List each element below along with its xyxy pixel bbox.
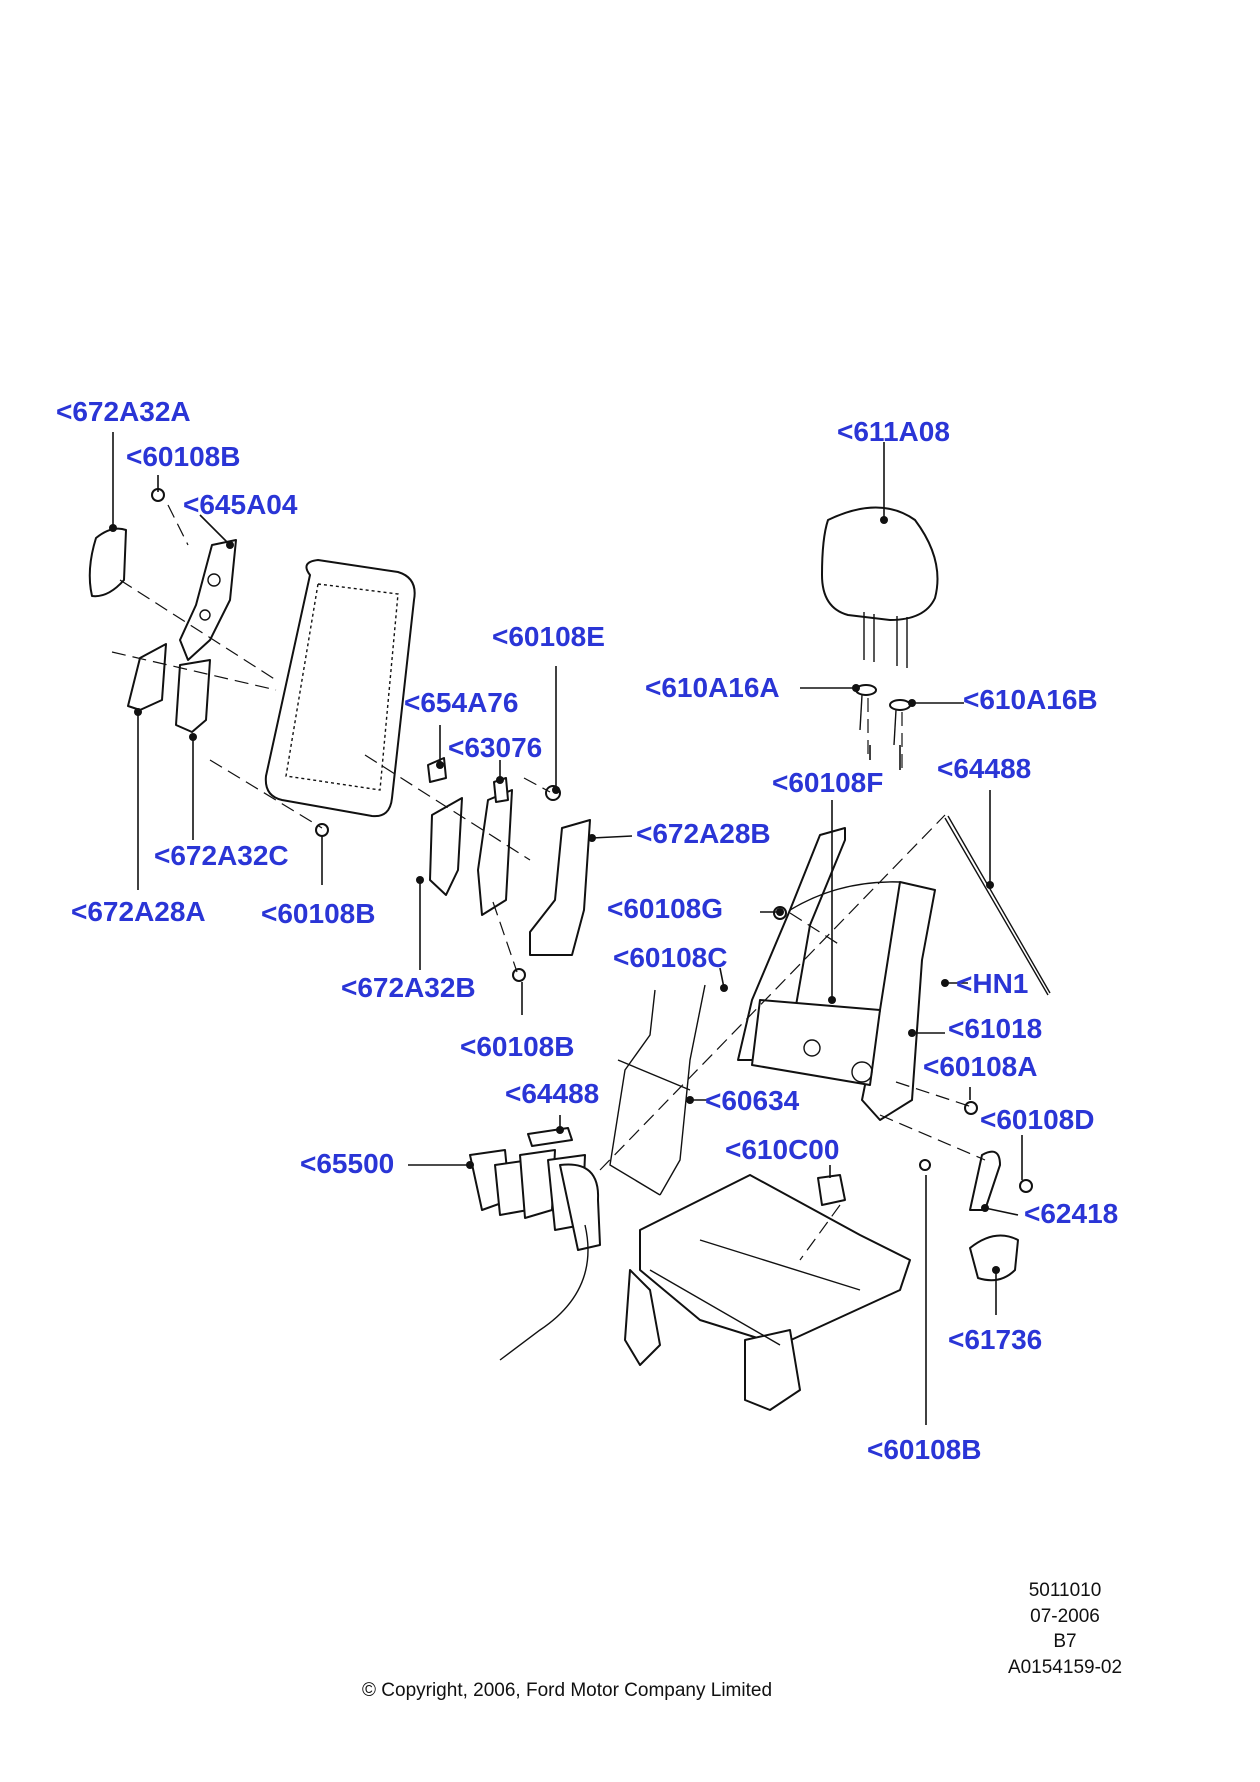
callout-610C00: <610C00 bbox=[725, 1134, 840, 1165]
copyright-notice: © Copyright, 2006, Ford Motor Company Li… bbox=[362, 1680, 773, 1701]
wire-frame-60634 bbox=[609, 984, 706, 1196]
callout-60108B-left: <60108B bbox=[261, 898, 376, 929]
strut-64488-right bbox=[944, 815, 1051, 996]
trim-672A28A bbox=[127, 643, 167, 711]
side-shield-61736 bbox=[969, 1234, 1019, 1282]
callout-672A28B: <672A28B bbox=[636, 818, 771, 849]
cable-64488-left bbox=[527, 1127, 573, 1147]
reference-line-2: 07-2006 bbox=[1030, 1605, 1100, 1627]
seat-track-610C00 bbox=[624, 1174, 911, 1411]
callout-672A32A-top: <672A32A bbox=[56, 396, 191, 427]
callout-60634: <60634 bbox=[705, 1085, 800, 1116]
callout-610A16A: <610A16A bbox=[645, 672, 780, 703]
callout-672A32C: <672A32C bbox=[154, 840, 289, 871]
callout-61736: <61736 bbox=[948, 1324, 1043, 1355]
callout-64488-right: <64488 bbox=[937, 753, 1032, 784]
callout-60108G: <60108G bbox=[607, 893, 723, 924]
callout-60108B-top: <60108B bbox=[126, 441, 241, 472]
callout-HN1: <HN1 bbox=[956, 968, 1029, 999]
side-trim-672A32A bbox=[88, 527, 127, 598]
callout-63076: <63076 bbox=[448, 732, 543, 763]
callout-62418: <62418 bbox=[1024, 1198, 1119, 1229]
reference-line-1: 5011010 bbox=[1028, 1580, 1102, 1601]
callout-60108E: <60108E bbox=[492, 621, 605, 652]
assembly-lines bbox=[111, 504, 986, 1261]
drawing-reference: 5011010 07-2006 B7 A0154159-02 bbox=[1000, 1578, 1130, 1681]
reference-line-4: A0154159-02 bbox=[1007, 1656, 1123, 1678]
callout-60108A: <60108A bbox=[923, 1051, 1038, 1082]
seat-back-frame-61018 bbox=[737, 827, 936, 1121]
callout-611A08: <611A08 bbox=[837, 416, 950, 447]
callout-672A28A: <672A28A bbox=[71, 896, 206, 927]
reference-line-3: B7 bbox=[1053, 1631, 1077, 1653]
seat-back-cushion bbox=[264, 559, 416, 818]
leader-lines bbox=[109, 432, 1023, 1425]
recliner-cover-62418 bbox=[969, 1150, 1001, 1211]
callout-60108B-bottom: <60108B bbox=[867, 1434, 982, 1465]
headrest-611A08 bbox=[821, 506, 939, 668]
callout-672A32B: <672A32B bbox=[341, 972, 476, 1003]
callout-61018: <61018 bbox=[948, 1013, 1043, 1044]
bracket-672A32C bbox=[175, 659, 211, 733]
callout-654A76: <654A76 bbox=[404, 687, 519, 718]
bolster-trim-672A28B bbox=[529, 819, 591, 956]
callout-60108D: <60108D bbox=[980, 1104, 1095, 1135]
callout-610A16B: <610A16B bbox=[963, 684, 1098, 715]
callout-60108F: <60108F bbox=[772, 767, 884, 798]
recliner-bracket-645A04 bbox=[179, 539, 237, 661]
fasteners bbox=[151, 488, 1033, 1193]
callout-65500: <65500 bbox=[300, 1148, 395, 1179]
callout-60108C: <60108C bbox=[613, 942, 728, 973]
callout-64488-left: <64488 bbox=[505, 1078, 600, 1109]
callout-60108B-mid: <60108B bbox=[460, 1031, 575, 1062]
callout-645A04: <645A04 bbox=[183, 489, 298, 520]
lumbar-support-65500 bbox=[469, 1149, 601, 1361]
